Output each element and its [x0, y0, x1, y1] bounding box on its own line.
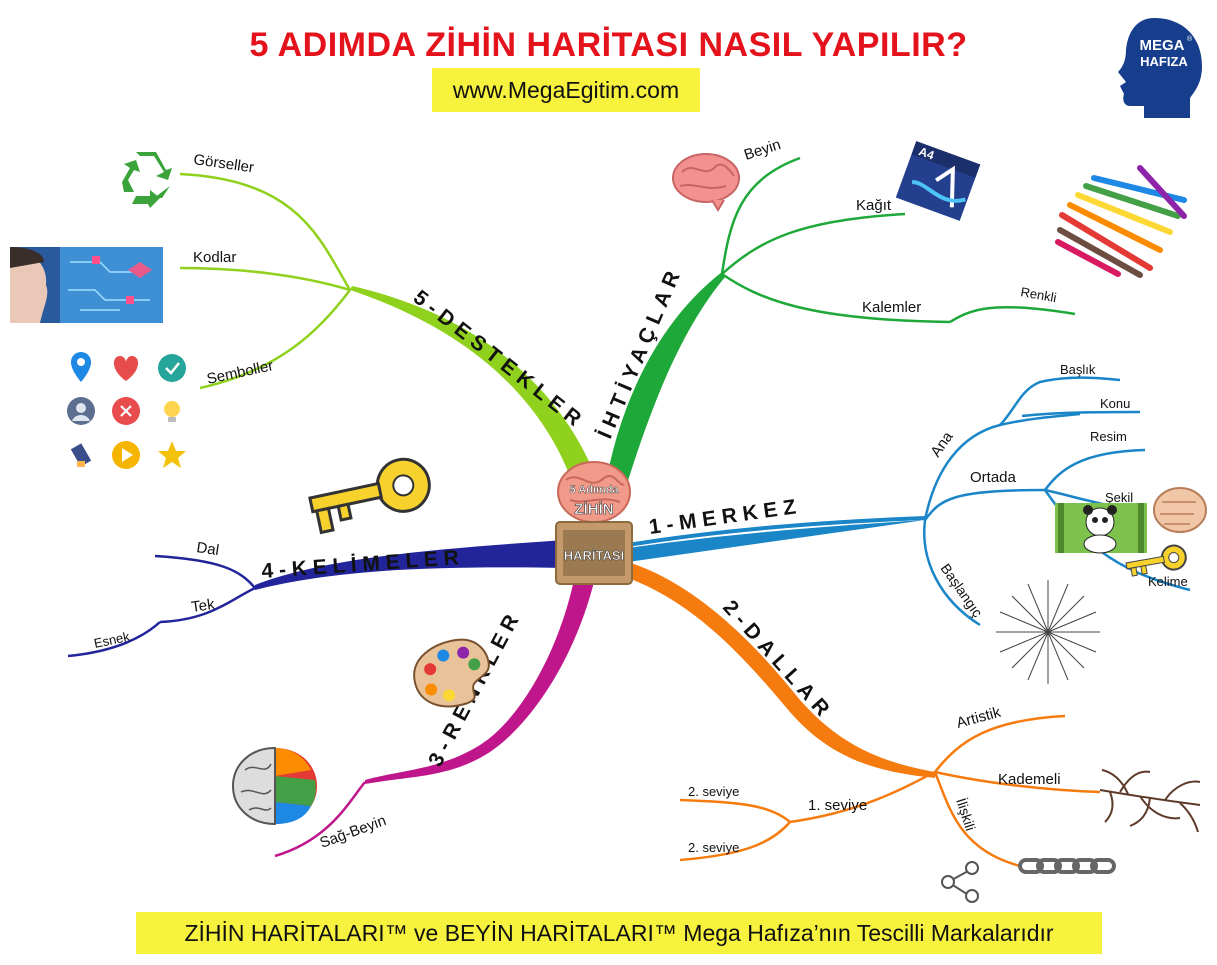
dallar-sub-branches [679, 714, 1101, 868]
label-kelime: Kelime [1148, 574, 1188, 589]
close-icon [112, 397, 140, 425]
branch-kelimeler [255, 540, 565, 590]
branch-merkez [627, 516, 926, 562]
share-icon [941, 861, 979, 903]
label-seviye2b: 2. seviye [688, 840, 739, 855]
star-icon [158, 441, 186, 468]
chain-icon [1018, 858, 1116, 874]
logo-line1: MEGA [1140, 37, 1185, 54]
label-kademeli: Kademeli [998, 771, 1061, 788]
label-kagit: Kağıt [856, 197, 892, 214]
big-key-icon [308, 457, 431, 535]
label-resim: Resim [1090, 429, 1127, 444]
branch-label-dallar: 2-DALLAR [718, 596, 837, 725]
pen-icon [70, 443, 92, 467]
label-beyin: Beyin [742, 136, 783, 164]
label-baslik: Başlık [1060, 362, 1096, 377]
label-gorseller: Görseller [192, 151, 255, 176]
fist-icon [1153, 487, 1207, 533]
label-kodlar: Kodlar [193, 249, 236, 266]
mega-hafiza-logo: MEGA ® HAFIZA [1114, 14, 1204, 118]
branch-destekler [350, 286, 600, 490]
ihtiyaclar-sub-branches [720, 156, 1076, 324]
logo-mark: ® [1187, 35, 1193, 43]
location-pin-icon [71, 352, 91, 382]
label-sag-beyin: Sağ-Beyin [318, 812, 389, 852]
recycle-icon [122, 152, 172, 208]
tree-roots-icon [1099, 769, 1201, 833]
a4-label: A4 [917, 144, 937, 163]
footer-trademark: ZİHİN HARİTALARI™ ve BEYİN HARİTALARI™ M… [136, 912, 1102, 954]
center-line2: ZİHİN [574, 501, 613, 518]
label-seviye2a: 2. seviye [688, 784, 739, 799]
kelimeler-sub-branches [67, 554, 256, 658]
color-brain-icon [231, 746, 317, 826]
key-icon [1125, 544, 1187, 577]
branch-dallar [628, 562, 935, 778]
panda-image [1055, 503, 1147, 554]
a4-paper-icon: A4 [895, 141, 981, 221]
label-iliskili: İlişkili [953, 796, 980, 833]
label-tek: Tek [190, 596, 216, 616]
label-semboller: Semboller [205, 357, 275, 388]
lightbulb-icon [164, 401, 180, 422]
sunburst-icon [996, 580, 1100, 684]
play-icon [112, 441, 140, 469]
label-sekil: Şekil [1105, 490, 1133, 505]
branch-ihtiyaclar [605, 272, 726, 490]
center-line1: 5 Adımda [569, 484, 619, 496]
label-dal: Dal [195, 539, 220, 559]
palette-icon [413, 638, 490, 708]
check-icon [158, 354, 186, 382]
branch-renkler [365, 575, 595, 784]
center-line3: HARİTASI [564, 548, 624, 563]
colored-pencils-icon [1055, 165, 1187, 278]
label-renkli: Renkli [1019, 284, 1057, 305]
label-seviye1: 1. seviye [808, 797, 867, 814]
label-konu: Konu [1100, 396, 1130, 411]
center-image: 5 Adımda ZİHİN HARİTASI [555, 461, 633, 585]
destekler-sub-branches [179, 172, 352, 390]
label-kalemler: Kalemler [862, 299, 921, 316]
brain-icon [672, 153, 740, 212]
user-icon [67, 397, 95, 425]
branch-label-kelimeler: 4 - K E L İ M E L E R [261, 546, 460, 583]
logo-line2: HAFIZA [1140, 54, 1188, 69]
renkler-sub-branches [274, 781, 366, 858]
label-esnek: Esnek [93, 629, 132, 651]
branch-label-destekler: 5-DESTEKLER [409, 286, 590, 435]
heart-icon [113, 356, 139, 381]
face-circuit-image [10, 247, 163, 323]
page-title: 5 ADIMDA ZİHİN HARİTASI NASIL YAPILIR? [249, 26, 968, 64]
label-ortada: Ortada [970, 469, 1017, 486]
website-link[interactable]: www.MegaEgitim.com [432, 68, 700, 112]
